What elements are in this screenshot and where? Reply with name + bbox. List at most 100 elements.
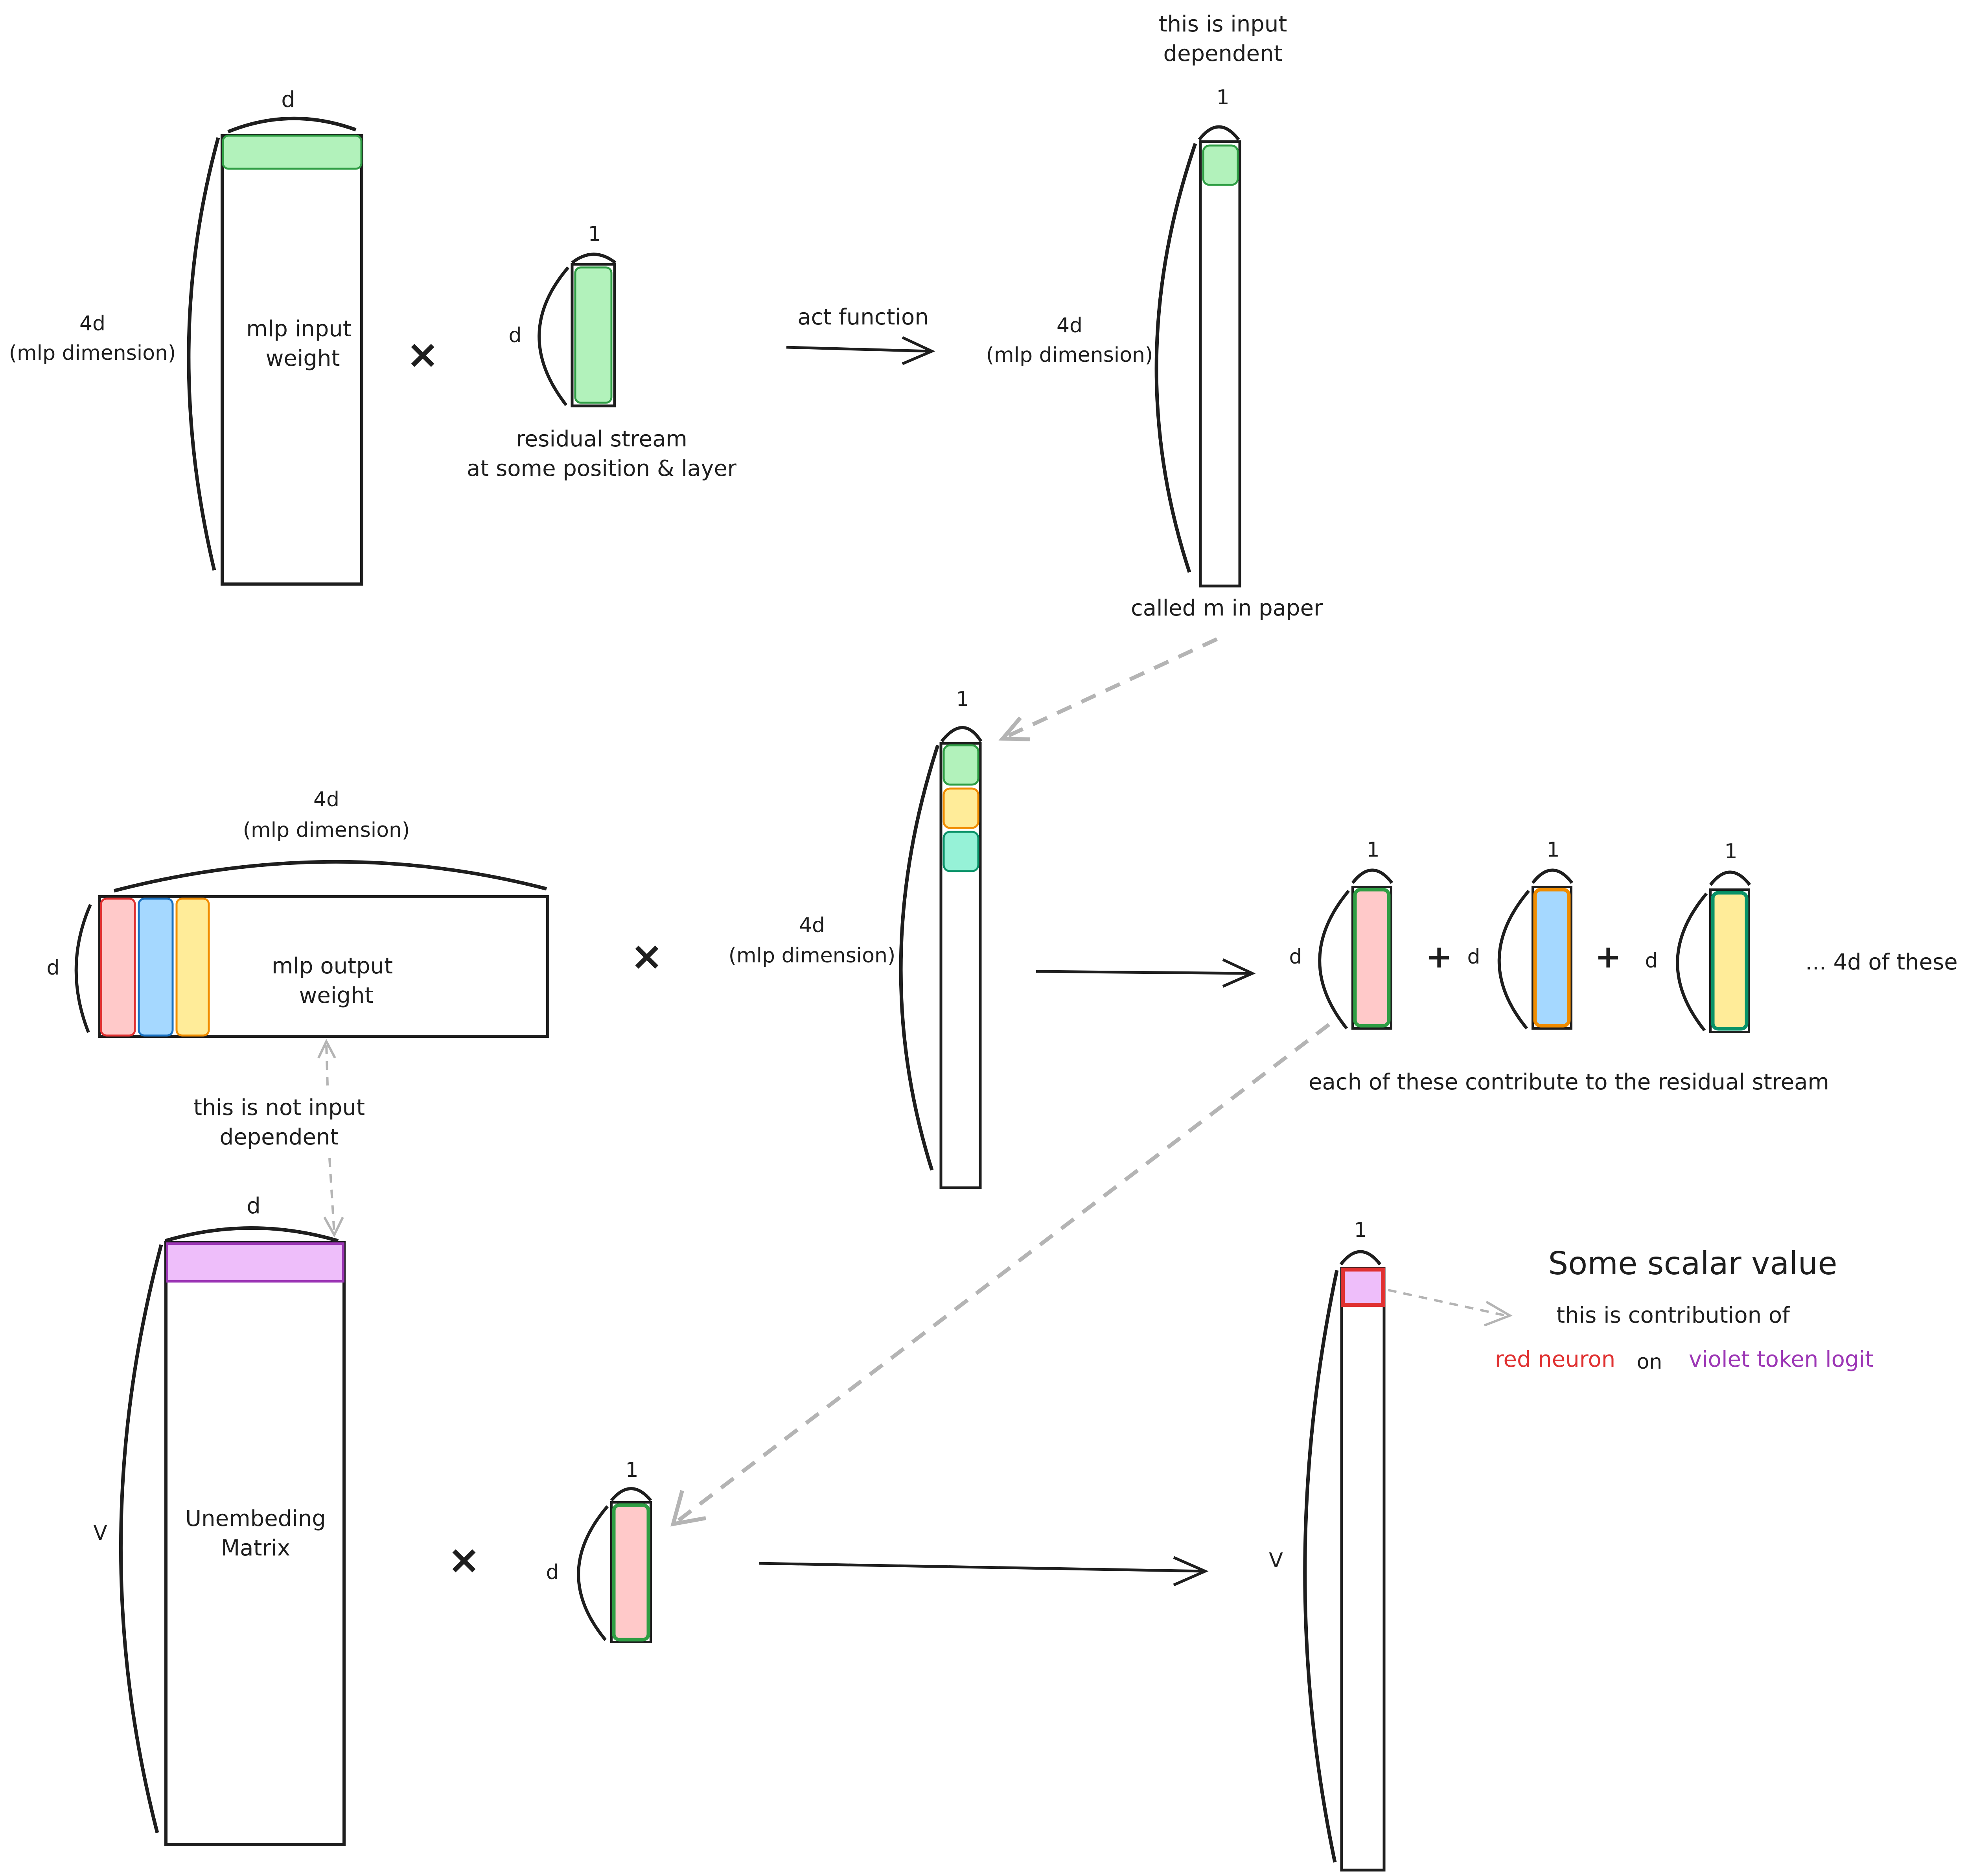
contribution-vector-blue: 1 d — [1467, 838, 1574, 1030]
row2-result-arrow — [1036, 958, 1256, 988]
contribution-red-side-label: d — [1289, 945, 1302, 969]
row2-activation-side-label-2: (mlp dimension) — [729, 944, 896, 967]
unembed-side-brace — [119, 1244, 163, 1834]
row2-activation-group: 1 4d (mlp dimension) — [729, 687, 983, 1189]
unembed-side-label: V — [93, 1521, 107, 1545]
logits-side-brace — [1303, 1270, 1339, 1863]
output-weight-side-brace — [74, 904, 92, 1033]
logits-scalar-cell — [1341, 1268, 1385, 1307]
act-function-arrow — [786, 346, 930, 353]
row2-activation-box — [939, 742, 982, 1189]
unembed-top-brace — [164, 1226, 339, 1243]
contribution-yellow-cell — [1711, 891, 1749, 1031]
residual-caption-2: at some position & layer — [467, 456, 737, 481]
contribution-red-cell — [1353, 888, 1391, 1028]
more-contributions-label: ... 4d of these — [1805, 949, 1958, 975]
residual-vector-box — [571, 263, 616, 407]
output-weight-name-1: mlp output — [272, 953, 393, 979]
residual-side-brace — [538, 266, 570, 406]
residual-top-brace — [571, 252, 617, 264]
on-label: on — [1637, 1350, 1662, 1374]
contribution-blue-top-label: 1 — [1546, 838, 1559, 862]
activation-vector-group: this is input dependent 1 4d (mlp dimens… — [986, 11, 1323, 621]
unembed-name-1: Unembeding — [185, 1506, 326, 1531]
row3-vector-group: 1 d — [546, 1458, 652, 1643]
output-weight-top-label-2: (mlp dimension) — [243, 818, 410, 842]
input-weight-height-brace — [187, 137, 220, 571]
row1-times-sign: × — [406, 331, 439, 377]
input-dependent-note-2: dependent — [1163, 41, 1283, 66]
row3-vector-side-label: d — [546, 1561, 559, 1584]
unembed-top-label: d — [247, 1193, 261, 1219]
contribution-blue-cell — [1533, 888, 1571, 1028]
activation-side-label-2: (mlp dimension) — [986, 343, 1153, 367]
not-input-dependent-note-2: dependent — [220, 1124, 339, 1150]
contribution-vector-red: 1 d — [1289, 838, 1394, 1030]
row3-vector-red-cell — [612, 1503, 650, 1642]
row2-times-sign: × — [630, 933, 663, 979]
residual-top-label: 1 — [588, 222, 601, 246]
contribution-red-top-label: 1 — [1366, 838, 1379, 862]
logits-side-label: V — [1269, 1549, 1283, 1572]
output-weight-side-label: d — [46, 956, 59, 980]
output-weight-name-2: weight — [299, 983, 374, 1008]
plus-sign-1: + — [1426, 938, 1452, 975]
contribution-caption: each of these contribute to the residual… — [1309, 1069, 1829, 1095]
act-function-label: act function — [797, 304, 929, 330]
output-weight-yellow-column — [175, 897, 210, 1037]
row2-activation-yellow-cell — [943, 787, 979, 829]
scalar-title: Some scalar value — [1548, 1245, 1837, 1282]
input-dependent-note-1: this is input — [1159, 11, 1287, 37]
output-weight-red-column — [100, 897, 136, 1037]
scalar-line1: this is contribution of — [1556, 1303, 1790, 1328]
residual-vector-green — [574, 266, 613, 404]
dashed-arrow-m — [998, 637, 1218, 741]
contribution-blue-side-label: d — [1467, 945, 1480, 969]
activation-side-label-1: 4d — [1057, 314, 1082, 337]
act-function-arrowhead — [902, 336, 935, 365]
input-weight-height-label-1: 4d — [79, 312, 105, 335]
activation-vector-box — [1199, 140, 1241, 588]
input-weight-name-2: weight — [266, 346, 340, 371]
output-weight-blue-column — [138, 897, 174, 1037]
red-neuron-label: red neuron — [1495, 1347, 1616, 1372]
input-weight-width-label: d — [281, 87, 295, 112]
logits-vector-group: 1 V — [1269, 1218, 1386, 1872]
row3-times-sign: × — [447, 1537, 480, 1583]
unembed-name-2: Matrix — [221, 1535, 290, 1561]
row2-activation-side-label-1: 4d — [799, 914, 825, 937]
activation-side-brace — [1154, 143, 1197, 573]
input-weight-green-row — [222, 135, 363, 170]
residual-side-label: d — [508, 324, 521, 347]
not-input-dashed-up — [325, 1044, 329, 1086]
contribution-yellow-side-label: d — [1645, 949, 1658, 973]
contribution-yellow-top-label: 1 — [1724, 840, 1737, 863]
output-weight-matrix — [98, 895, 549, 1038]
residual-stream-group: 1 d residual stream at some position & l… — [467, 222, 737, 481]
called-m-caption: called m in paper — [1131, 595, 1323, 621]
dashed-arrow-scalar — [1388, 1289, 1513, 1327]
row2-activation-top-label: 1 — [956, 687, 969, 711]
plus-sign-2: + — [1595, 938, 1621, 975]
dashed-arrow-contribution — [670, 1023, 1331, 1527]
not-input-dependent-group: this is not input dependent — [193, 1039, 365, 1238]
activation-top-brace — [1198, 125, 1240, 141]
mlp-output-weight-group: 4d (mlp dimension) d mlp output weight — [46, 788, 549, 1038]
unembed-violet-row — [166, 1242, 344, 1283]
unembedding-group: d V Unembeding Matrix — [93, 1193, 346, 1846]
row3-result-arrow — [758, 1556, 1209, 1587]
activation-green-cell — [1202, 144, 1239, 186]
row2-activation-teal-cell — [943, 831, 979, 872]
output-weight-top-label-1: 4d — [313, 788, 339, 811]
row2-activation-top-brace — [940, 726, 983, 743]
residual-caption-1: residual stream — [516, 426, 687, 452]
row2-activation-green-cell — [943, 744, 979, 786]
logits-vector-box — [1340, 1267, 1386, 1872]
act-function-arrow-group: act function — [786, 304, 935, 365]
not-input-dashed-down — [328, 1158, 335, 1233]
row2-activation-side-brace — [899, 745, 940, 1171]
activation-top-label: 1 — [1216, 86, 1229, 109]
not-input-dependent-note-1: this is not input — [193, 1095, 365, 1120]
mlp-input-weight-group: d 4d (mlp dimension) mlp input weight — [9, 87, 363, 586]
